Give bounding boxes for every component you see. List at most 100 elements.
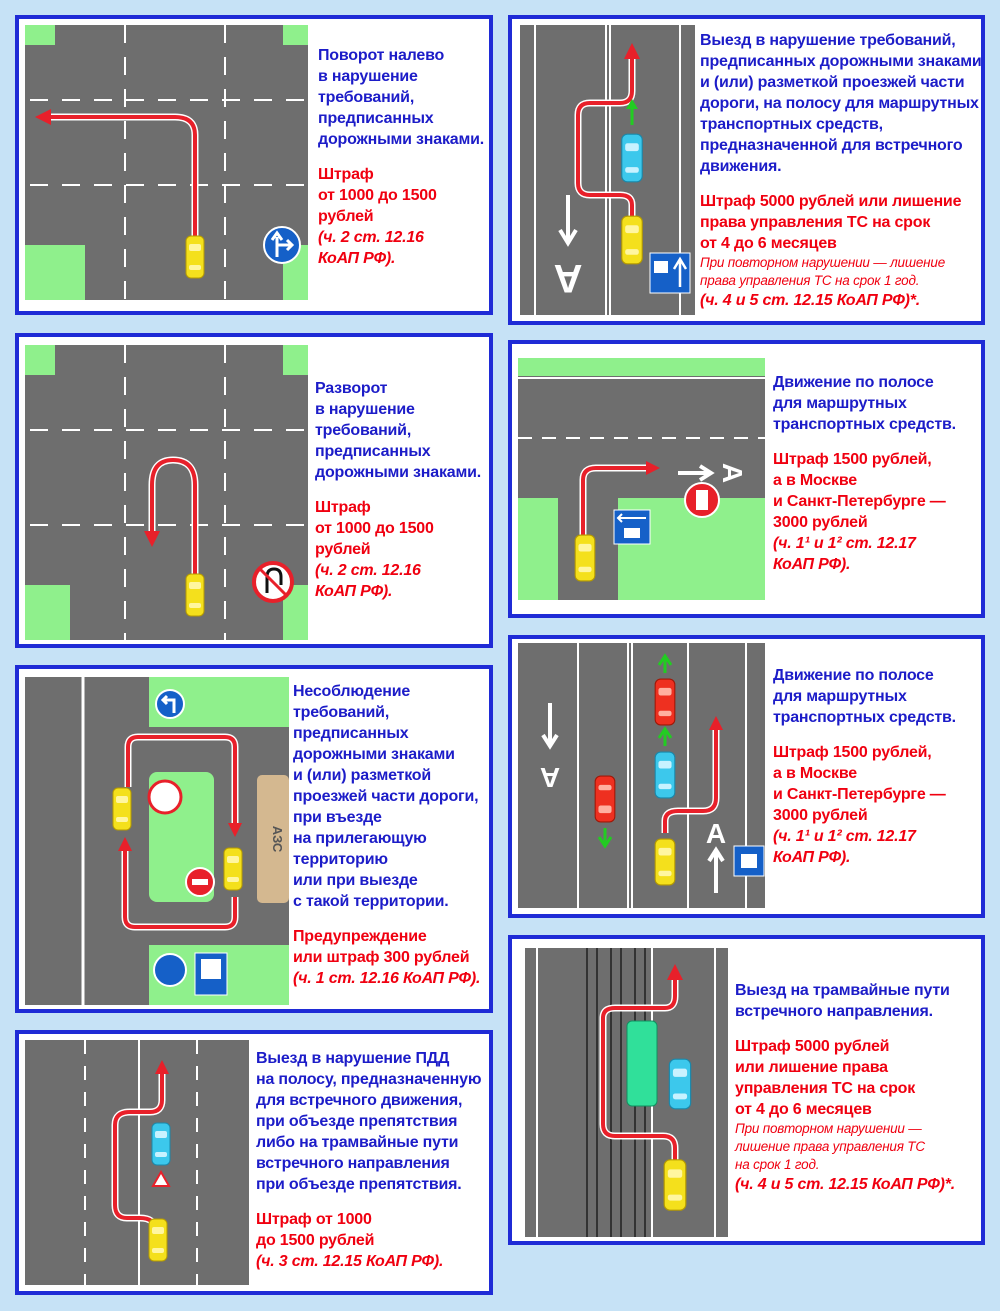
title-line: на прилегающую bbox=[293, 830, 427, 847]
title-line: Несоблюдение bbox=[293, 683, 411, 700]
panel-tram-tracks: Выезд на трамвайные пути встречного напра… bbox=[508, 935, 985, 1245]
title-line: дорожными знаками. bbox=[318, 131, 484, 148]
car-icon bbox=[185, 573, 205, 617]
panel-title: Выезд в нарушение требований, предписанны… bbox=[700, 30, 982, 177]
panel-law: (ч. 4 и 5 ст. 12.15 КоАП РФ)*. bbox=[735, 1174, 955, 1195]
bus-lane-marking: А bbox=[717, 463, 748, 483]
title-line: для маршрутных bbox=[773, 395, 907, 412]
title-line: дороги, на полосу для маршрутных bbox=[700, 95, 979, 112]
law-line: КоАП РФ). bbox=[773, 849, 851, 866]
title-line: транспортных средств, bbox=[700, 116, 883, 133]
car-icon bbox=[112, 787, 132, 831]
fine-line: до 1500 рублей bbox=[256, 1232, 375, 1249]
title-line: при объезде препятствия. bbox=[256, 1176, 462, 1193]
fine-line: 3000 рублей bbox=[773, 514, 868, 531]
title-line: проезжей части дороги, bbox=[293, 788, 479, 805]
warning-triangle-icon bbox=[151, 1169, 171, 1187]
panel-text: Выезд на трамвайные пути встречного напра… bbox=[735, 980, 955, 1195]
panel-title: Выезд на трамвайные пути встречного напра… bbox=[735, 980, 955, 1022]
title-line: Поворот налево bbox=[318, 47, 445, 64]
no-right-turn-sign-icon bbox=[147, 779, 183, 815]
car-icon bbox=[654, 678, 676, 726]
title-line: встречного направления. bbox=[735, 1003, 933, 1020]
law-line: (ч. 4 и 5 ст. 12.15 КоАП РФ)*. bbox=[700, 292, 921, 309]
car-icon bbox=[654, 751, 676, 799]
sign-straight-or-left-icon bbox=[153, 953, 187, 987]
title-line: дорожными знаками. bbox=[315, 464, 481, 481]
title-line: при объезде препятствия bbox=[256, 1113, 458, 1130]
panel-oncoming-bus-lane: А Выезд в нарушение требований,предписан… bbox=[508, 15, 985, 325]
car-icon bbox=[663, 1159, 687, 1211]
title-line: с такой территории. bbox=[293, 893, 449, 910]
law-line: (ч. 1¹ и 1² ст. 12.17 bbox=[773, 535, 916, 552]
title-line: требований, bbox=[293, 704, 390, 721]
title-line: требований, bbox=[315, 422, 412, 439]
title-line: Выезд в нарушение требований, bbox=[700, 32, 956, 49]
fine-line: от 1000 до 1500 bbox=[318, 187, 437, 204]
title-line: Движение по полосе bbox=[773, 667, 934, 684]
fine-line: Штраф 5000 рублей или лишение bbox=[700, 193, 962, 210]
law-line: (ч. 1¹ и 1² ст. 12.17 bbox=[773, 828, 916, 845]
fine-line: Штраф от 1000 bbox=[256, 1211, 372, 1228]
car-icon bbox=[148, 1218, 168, 1262]
panel-law: (ч. 4 и 5 ст. 12.15 КоАП РФ)*. bbox=[700, 290, 981, 311]
law-line: (ч. 1 ст. 12.16 КоАП РФ). bbox=[293, 970, 481, 987]
oncoming-car-icon bbox=[594, 775, 616, 823]
car-icon bbox=[621, 215, 643, 265]
fine-line: или лишение права bbox=[735, 1059, 888, 1076]
fine-line: рублей bbox=[318, 208, 374, 225]
tram-icon bbox=[626, 1020, 658, 1107]
title-line: и (или) разметкой bbox=[293, 767, 432, 784]
diagram-tram-tracks bbox=[525, 948, 728, 1237]
fine-line: права управления ТС на срок bbox=[700, 214, 931, 231]
law-line: (ч. 2 ст. 12.16 bbox=[318, 229, 424, 246]
fine-line: и Санкт-Петербурге — bbox=[773, 493, 946, 510]
car-icon bbox=[185, 235, 205, 279]
title-line: предписанных дорожными знаками bbox=[700, 53, 982, 70]
diagram-adjacent-territory: АЗС bbox=[25, 677, 289, 1005]
bus-lane-marking: А bbox=[540, 762, 560, 793]
law-line: КоАП РФ). bbox=[318, 250, 396, 267]
panel-note: При повторном нарушении —лишение права у… bbox=[735, 1120, 955, 1174]
title-line: Выезд на трамвайные пути bbox=[735, 982, 950, 999]
panel-fine: Штраф от 1000 до 1500 рублей bbox=[256, 1209, 481, 1251]
car-icon bbox=[574, 534, 596, 582]
law-line: КоАП РФ). bbox=[315, 583, 393, 600]
car-icon bbox=[621, 133, 643, 183]
fine-line: и Санкт-Петербурге — bbox=[773, 786, 946, 803]
law-line: (ч. 3 ст. 12.15 КоАП РФ). bbox=[256, 1253, 444, 1270]
diagram-oncoming-obstacle bbox=[25, 1040, 249, 1285]
title-line: Движение по полосе bbox=[773, 374, 934, 391]
diagram-bus-lane-straight: А А bbox=[518, 643, 765, 908]
gas-station-label: АЗС bbox=[270, 826, 285, 853]
panel-fine: Штраф 5000 рублей или лишение права управ… bbox=[700, 191, 981, 254]
fine-line: Штраф bbox=[315, 499, 371, 516]
law-line: (ч. 2 ст. 12.16 bbox=[315, 562, 421, 579]
fine-line: Предупреждение bbox=[293, 928, 427, 945]
title-line: на полосу, предназначенную bbox=[256, 1071, 482, 1088]
note-line: на срок 1 год. bbox=[735, 1157, 820, 1172]
obstacle-car-icon bbox=[151, 1122, 171, 1166]
fine-line: а в Москве bbox=[773, 765, 857, 782]
law-line: (ч. 4 и 5 ст. 12.15 КоАП РФ)*. bbox=[735, 1176, 956, 1193]
panel-text: Выезд в нарушение требований, предписанны… bbox=[700, 30, 982, 311]
note-line: При повторном нарушении — bbox=[735, 1121, 922, 1136]
